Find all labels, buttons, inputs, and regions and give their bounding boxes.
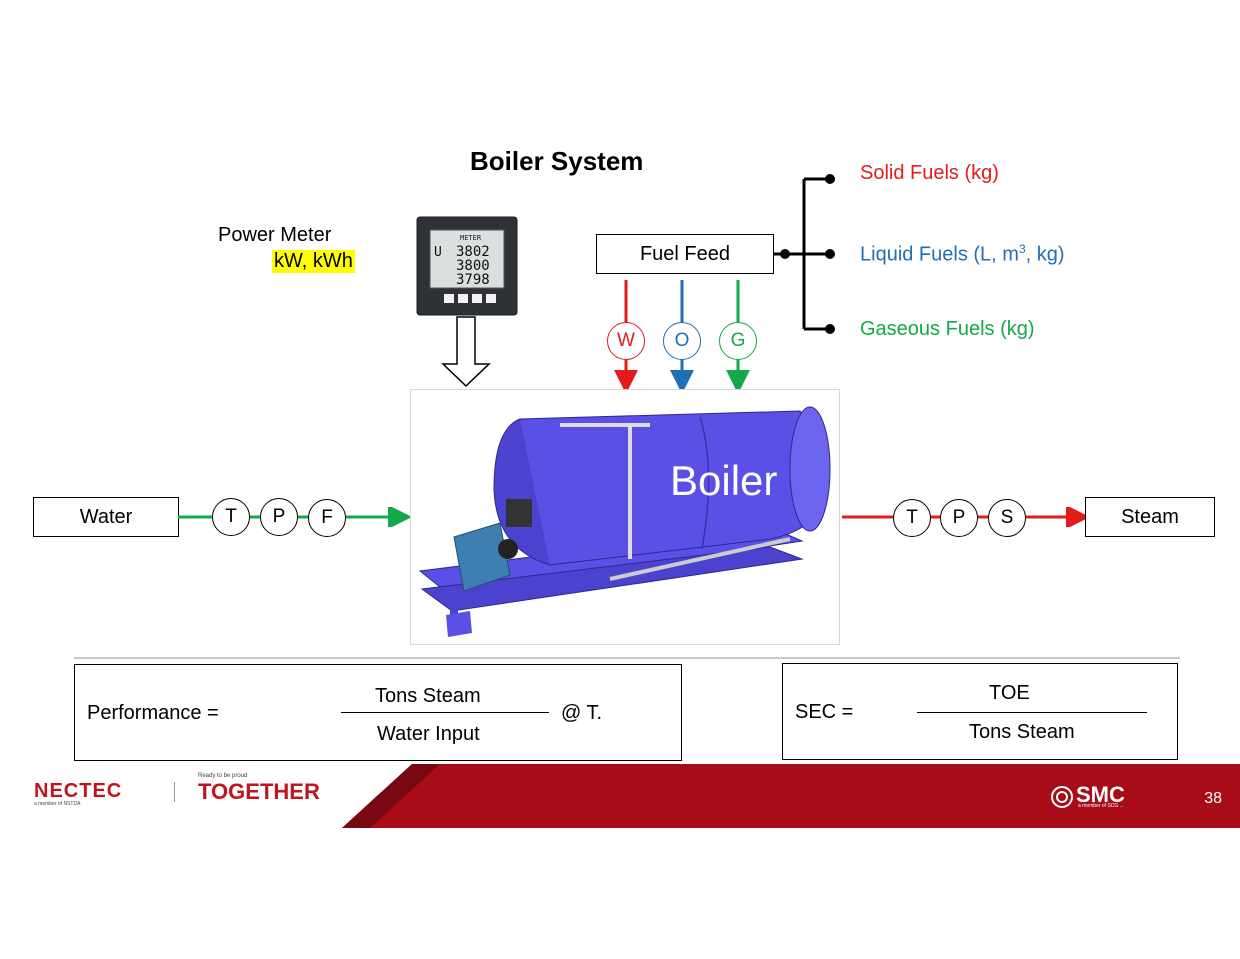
- power-meter-device: METER U 3802 3800 3798: [416, 216, 518, 316]
- steam-sensor-t: T: [893, 499, 931, 537]
- water-sensor-f: F: [308, 499, 346, 537]
- fuel-feed-label: Fuel Feed: [639, 242, 731, 265]
- sec-formula: SEC = TOE Tons Steam: [782, 663, 1178, 760]
- sec-numerator: TOE: [989, 682, 1030, 704]
- meter-prefix-1: U: [434, 245, 442, 260]
- meter-header: METER: [460, 234, 482, 242]
- together-tagline: Ready to be proud: [198, 773, 248, 779]
- smc-sub: a member of SCG ...: [1078, 803, 1124, 809]
- liquid-fuels-label: Liquid Fuels (L, m3, kg): [860, 242, 1065, 266]
- performance-formula: Performance = Tons Steam Water Input @ T…: [74, 664, 682, 761]
- boiler-illustration: Boiler: [410, 389, 840, 645]
- logo-divider: [174, 782, 175, 802]
- performance-denominator: Water Input: [377, 723, 480, 745]
- meter-line-1: 3802: [456, 244, 490, 260]
- gaseous-fuels-label: Gaseous Fuels (kg): [860, 318, 1035, 340]
- meter-line-3: 3798: [456, 272, 490, 288]
- water-sensor-t: T: [212, 498, 250, 536]
- divider: [74, 657, 1180, 659]
- power-meter-units: kW, kWh: [272, 250, 355, 273]
- smc-logo-icon: [1051, 786, 1073, 808]
- meter-w: W: [607, 322, 645, 360]
- meter-line-2: 3800: [456, 258, 490, 274]
- footer-banner: [342, 764, 1240, 828]
- power-arrow-icon: [441, 316, 491, 388]
- fuel-feed-box: Fuel Feed: [596, 234, 774, 274]
- steam-sensor-p: P: [940, 499, 978, 537]
- page-number: 38: [1204, 790, 1222, 807]
- solid-fuels-label: Solid Fuels (kg): [860, 162, 999, 184]
- nectec-sub: a member of NSTDA: [34, 801, 81, 807]
- steam-label: Steam: [1121, 505, 1179, 528]
- nectec-logo: NECTEC: [34, 780, 123, 802]
- smc-logo: SMC: [1076, 782, 1125, 807]
- performance-fraction-bar: [341, 712, 549, 713]
- sec-denominator: Tons Steam: [969, 721, 1075, 743]
- fuel-bracket: [774, 174, 835, 334]
- water-label: Water: [79, 505, 133, 528]
- steam-box: Steam: [1085, 497, 1215, 537]
- meter-o: O: [663, 322, 701, 360]
- together-logo: TOGETHER: [198, 779, 320, 804]
- sec-fraction-bar: [917, 712, 1147, 713]
- meter-g: G: [719, 322, 757, 360]
- performance-numerator: Tons Steam: [375, 685, 481, 707]
- boiler-label: Boiler: [670, 457, 777, 504]
- water-box: Water: [33, 497, 179, 537]
- power-meter-label: Power Meter: [218, 224, 332, 246]
- steam-sensor-s: S: [988, 499, 1026, 537]
- performance-label: Performance =: [87, 702, 219, 724]
- water-sensor-p: P: [260, 498, 298, 536]
- sec-label: SEC =: [795, 701, 854, 723]
- performance-suffix: @ T.: [561, 702, 603, 724]
- page-title: Boiler System: [470, 146, 644, 176]
